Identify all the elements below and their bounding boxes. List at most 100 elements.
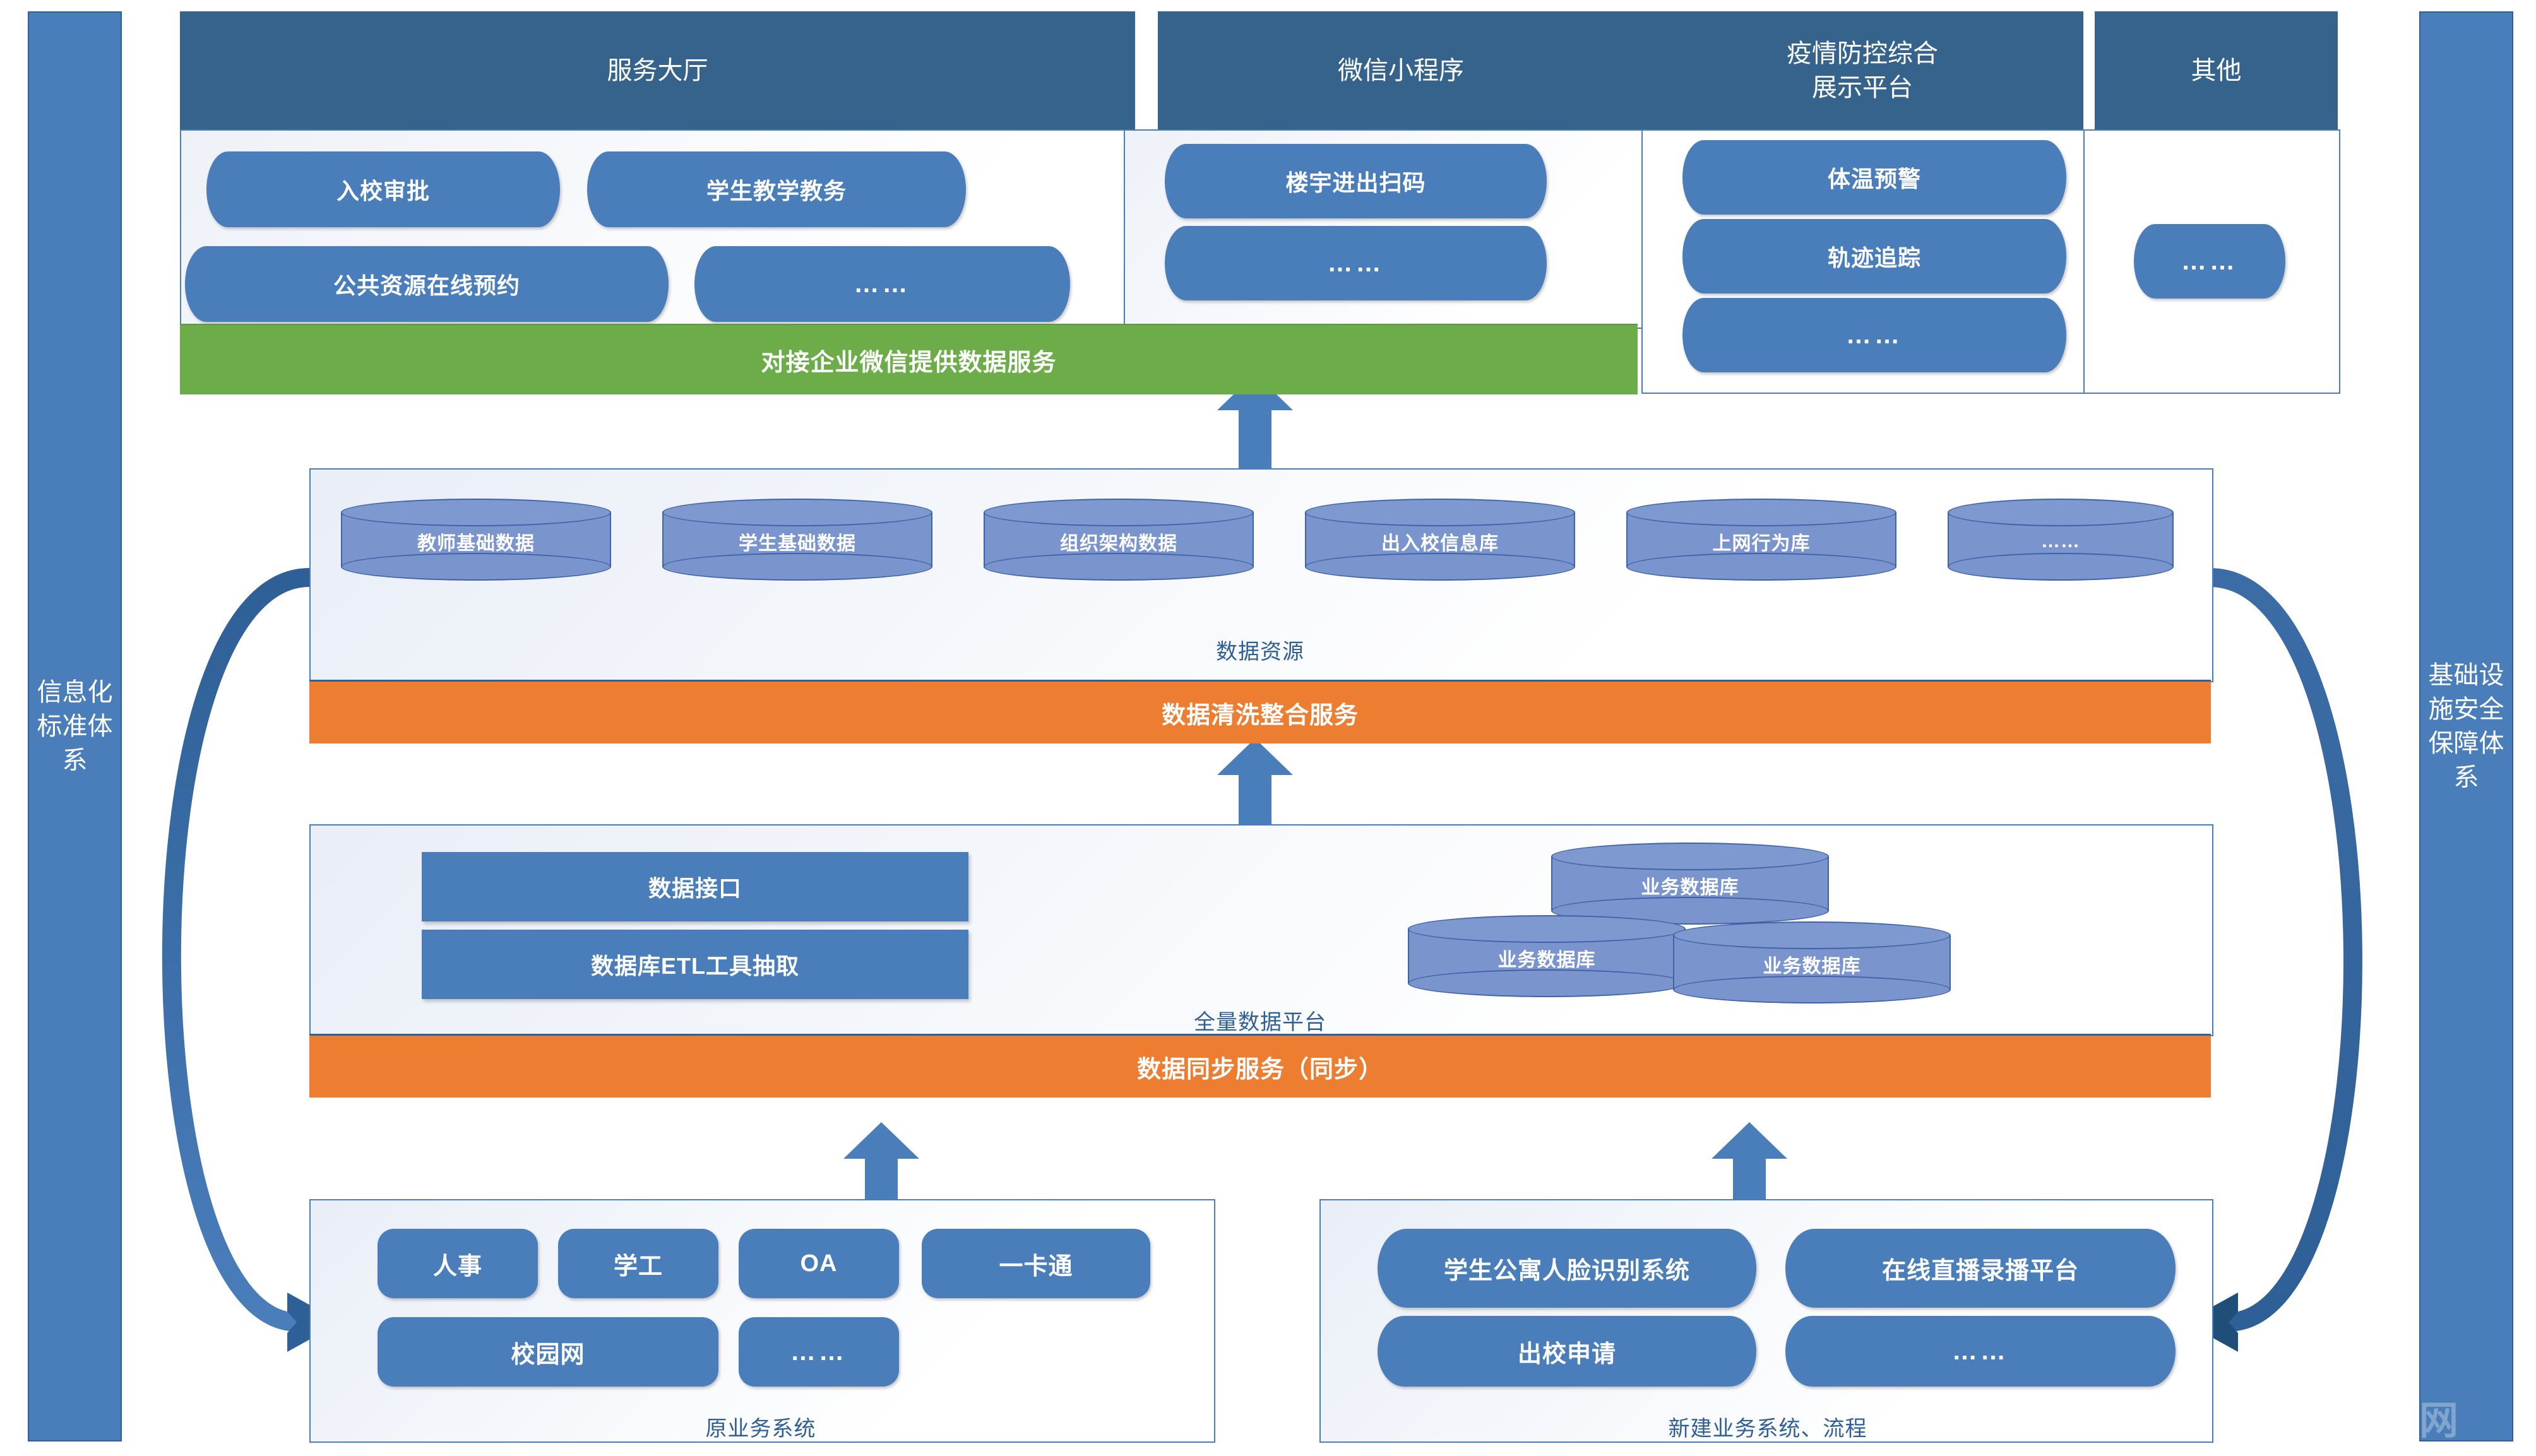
app-ruxiao-shenpi[interactable]: 入校审批: [206, 151, 560, 227]
system-oa[interactable]: OA: [739, 1229, 899, 1298]
db-internet-behavior-label: 上网行为库: [1712, 533, 1811, 554]
data-sync-service-label: 数据同步服务（同步）: [1136, 1056, 1383, 1083]
db-campus-access[interactable]: 出入校信息库: [1305, 499, 1575, 581]
data-resource-caption: 数据资源: [1071, 634, 1450, 665]
system-oa-label: OA: [800, 1250, 838, 1277]
db-business-right-label: 业务数据库: [1763, 956, 1861, 977]
app-building-scan-code[interactable]: 楼宇进出扫码: [1165, 144, 1547, 218]
db-org-structure-bottom: [984, 553, 1254, 581]
app-ruxiao-shenpi-label: 入校审批: [336, 178, 430, 204]
data-resource-box: [309, 468, 2213, 682]
system-leave-campus-request[interactable]: 出校申请: [1378, 1316, 1756, 1387]
app-public-resource-booking-label: 公共资源在线预约: [333, 273, 520, 299]
block-data-interface[interactable]: 数据接口: [422, 852, 968, 921]
system-hr[interactable]: 人事: [378, 1229, 538, 1298]
data-cleaning-service-label: 数据清洗整合服务: [1161, 702, 1359, 729]
app-wechat-more-label: ……: [1327, 249, 1384, 277]
data-resource-caption-label: 数据资源: [1216, 640, 1304, 664]
db-business-top[interactable]: 业务数据库: [1551, 843, 1829, 925]
system-new-more-label: ……: [1952, 1337, 2009, 1365]
sidebar-left-standard-system: 信息化标准体系: [28, 11, 122, 1441]
app-temperature-alert[interactable]: 体温预警: [1682, 140, 2066, 215]
legacy-systems-caption-label: 原业务系统: [705, 1417, 816, 1441]
db-business-right-top: [1673, 921, 1951, 949]
header-service-hall[interactable]: 服务大厅: [180, 11, 1135, 129]
block-db-etl-extract[interactable]: 数据库ETL工具抽取: [422, 930, 968, 999]
system-new-more[interactable]: ……: [1785, 1316, 2176, 1387]
app-service-hall-more[interactable]: ……: [694, 246, 1070, 322]
legacy-systems-caption: 原业务系统: [571, 1411, 950, 1442]
header-epidemic-platform-line1: 疫情防控综合: [1787, 39, 1938, 68]
data-sync-service-bar: 数据同步服务（同步）: [309, 1034, 2211, 1098]
db-business-top-top: [1551, 843, 1829, 870]
header-epidemic-platform-line2: 展示平台: [1812, 73, 1913, 102]
db-more-label: ……: [2041, 530, 2080, 552]
app-other-more-label: ……: [2181, 247, 2238, 275]
header-other[interactable]: 其他: [2095, 11, 2338, 129]
system-hr-label: 人事: [432, 1253, 482, 1280]
full-data-platform-caption-label: 全量数据平台: [1194, 1010, 1326, 1034]
sidebar-right-label: 基础设施安全保障体系: [2428, 661, 2504, 791]
app-building-scan-code-label: 楼宇进出扫码: [1285, 170, 1426, 196]
db-more-bottom: [1948, 553, 2174, 581]
system-campus-network[interactable]: 校园网: [378, 1317, 718, 1387]
up-arrow-clean: [1217, 738, 1293, 828]
db-business-right[interactable]: 业务数据库: [1673, 921, 1951, 1003]
db-student-basic[interactable]: 学生基础数据: [662, 499, 932, 581]
wechat-work-data-service-bar: 对接企业微信提供数据服务: [180, 324, 1638, 394]
sidebar-right-infrastructure-security: 基础设施安全保障体系: [2419, 11, 2513, 1441]
header-service-hall-label: 服务大厅: [607, 56, 708, 85]
app-epidemic-more-label: ……: [1846, 321, 1903, 349]
system-legacy-more-label: ……: [790, 1337, 847, 1366]
block-data-interface-label: 数据接口: [648, 875, 742, 901]
system-campus-network-label: 校园网: [511, 1341, 585, 1368]
header-wechat-miniprogram[interactable]: 微信小程序: [1158, 11, 1644, 129]
system-legacy-more[interactable]: ……: [739, 1317, 899, 1387]
sidebar-left-label: 信息化标准体系: [37, 678, 113, 774]
db-campus-access-label: 出入校信息库: [1381, 533, 1499, 554]
db-teacher-basic-bottom: [341, 553, 611, 581]
db-business-left[interactable]: 业务数据库: [1408, 915, 1686, 997]
db-teacher-basic[interactable]: 教师基础数据: [341, 499, 611, 581]
system-leave-campus-request-label: 出校申请: [1517, 1341, 1616, 1368]
app-other-more[interactable]: ……: [2134, 224, 2285, 299]
db-student-basic-top: [662, 499, 932, 526]
full-data-platform-caption: 全量数据平台: [1071, 1005, 1450, 1036]
db-business-left-top: [1408, 915, 1686, 943]
app-trace-tracking[interactable]: 轨迹追踪: [1682, 219, 2066, 293]
db-business-top-label: 业务数据库: [1641, 877, 1739, 898]
wechat-work-data-service-label: 对接企业微信提供数据服务: [761, 349, 1057, 376]
db-org-structure-top: [984, 499, 1254, 526]
db-more[interactable]: ……: [1948, 499, 2174, 581]
app-wechat-more[interactable]: ……: [1165, 226, 1547, 300]
data-cleaning-service-bar: 数据清洗整合服务: [309, 680, 2211, 743]
system-live-streaming-platform[interactable]: 在线直播录播平台: [1785, 1229, 2176, 1308]
db-internet-behavior-top: [1626, 499, 1896, 526]
system-campus-card[interactable]: 一卡通: [922, 1229, 1150, 1298]
db-internet-behavior-bottom: [1626, 553, 1896, 581]
system-dorm-face-recognition[interactable]: 学生公寓人脸识别系统: [1378, 1229, 1756, 1308]
system-campus-card-label: 一卡通: [999, 1253, 1073, 1280]
watermark-label: 新闻网: [2336, 1399, 2462, 1443]
app-trace-tracking-label: 轨迹追踪: [1827, 245, 1921, 271]
system-student-affairs-label: 学工: [613, 1253, 663, 1280]
header-other-label: 其他: [2191, 56, 2242, 85]
watermark: 新闻网: [2336, 1388, 2461, 1445]
app-epidemic-more[interactable]: ……: [1682, 298, 2066, 372]
system-student-affairs[interactable]: 学工: [558, 1229, 718, 1298]
db-more-top: [1948, 499, 2174, 526]
db-org-structure[interactable]: 组织架构数据: [984, 499, 1254, 581]
header-wechat-miniprogram-label: 微信小程序: [1338, 56, 1464, 85]
new-systems-caption: 新建业务系统、流程: [1572, 1411, 1963, 1442]
block-db-etl-extract-label: 数据库ETL工具抽取: [591, 953, 799, 979]
db-student-basic-label: 学生基础数据: [739, 533, 856, 554]
db-internet-behavior[interactable]: 上网行为库: [1626, 499, 1896, 581]
app-public-resource-booking[interactable]: 公共资源在线预约: [185, 246, 669, 322]
new-systems-caption-label: 新建业务系统、流程: [1668, 1417, 1867, 1441]
db-student-basic-bottom: [662, 553, 932, 581]
db-business-left-label: 业务数据库: [1497, 949, 1596, 971]
header-epidemic-platform[interactable]: 疫情防控综合 展示平台: [1641, 11, 2083, 129]
system-dorm-face-recognition-label: 学生公寓人脸识别系统: [1443, 1258, 1690, 1284]
db-business-left-bottom: [1408, 969, 1686, 997]
app-student-teaching[interactable]: 学生教学教务: [587, 151, 966, 227]
